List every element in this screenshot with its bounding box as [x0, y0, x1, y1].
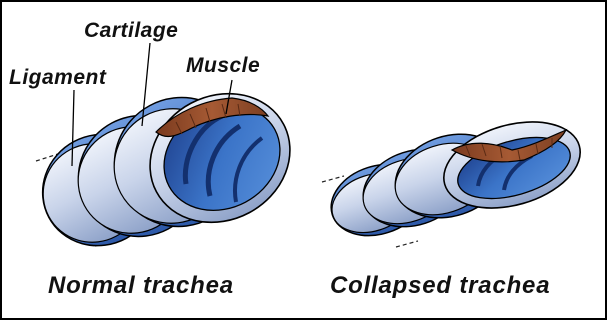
cartilage-label: Cartilage — [84, 20, 178, 41]
normal-trachea-caption: Normal trachea — [48, 274, 234, 298]
collapsed-trachea-caption: Collapsed trachea — [330, 274, 550, 298]
collapsed-axis-left — [322, 176, 344, 182]
collapsed-axis-bottom — [396, 241, 418, 247]
collapsed-trachea — [322, 107, 590, 247]
muscle-label: Muscle — [186, 55, 260, 76]
ligament-label: Ligament — [9, 67, 106, 88]
